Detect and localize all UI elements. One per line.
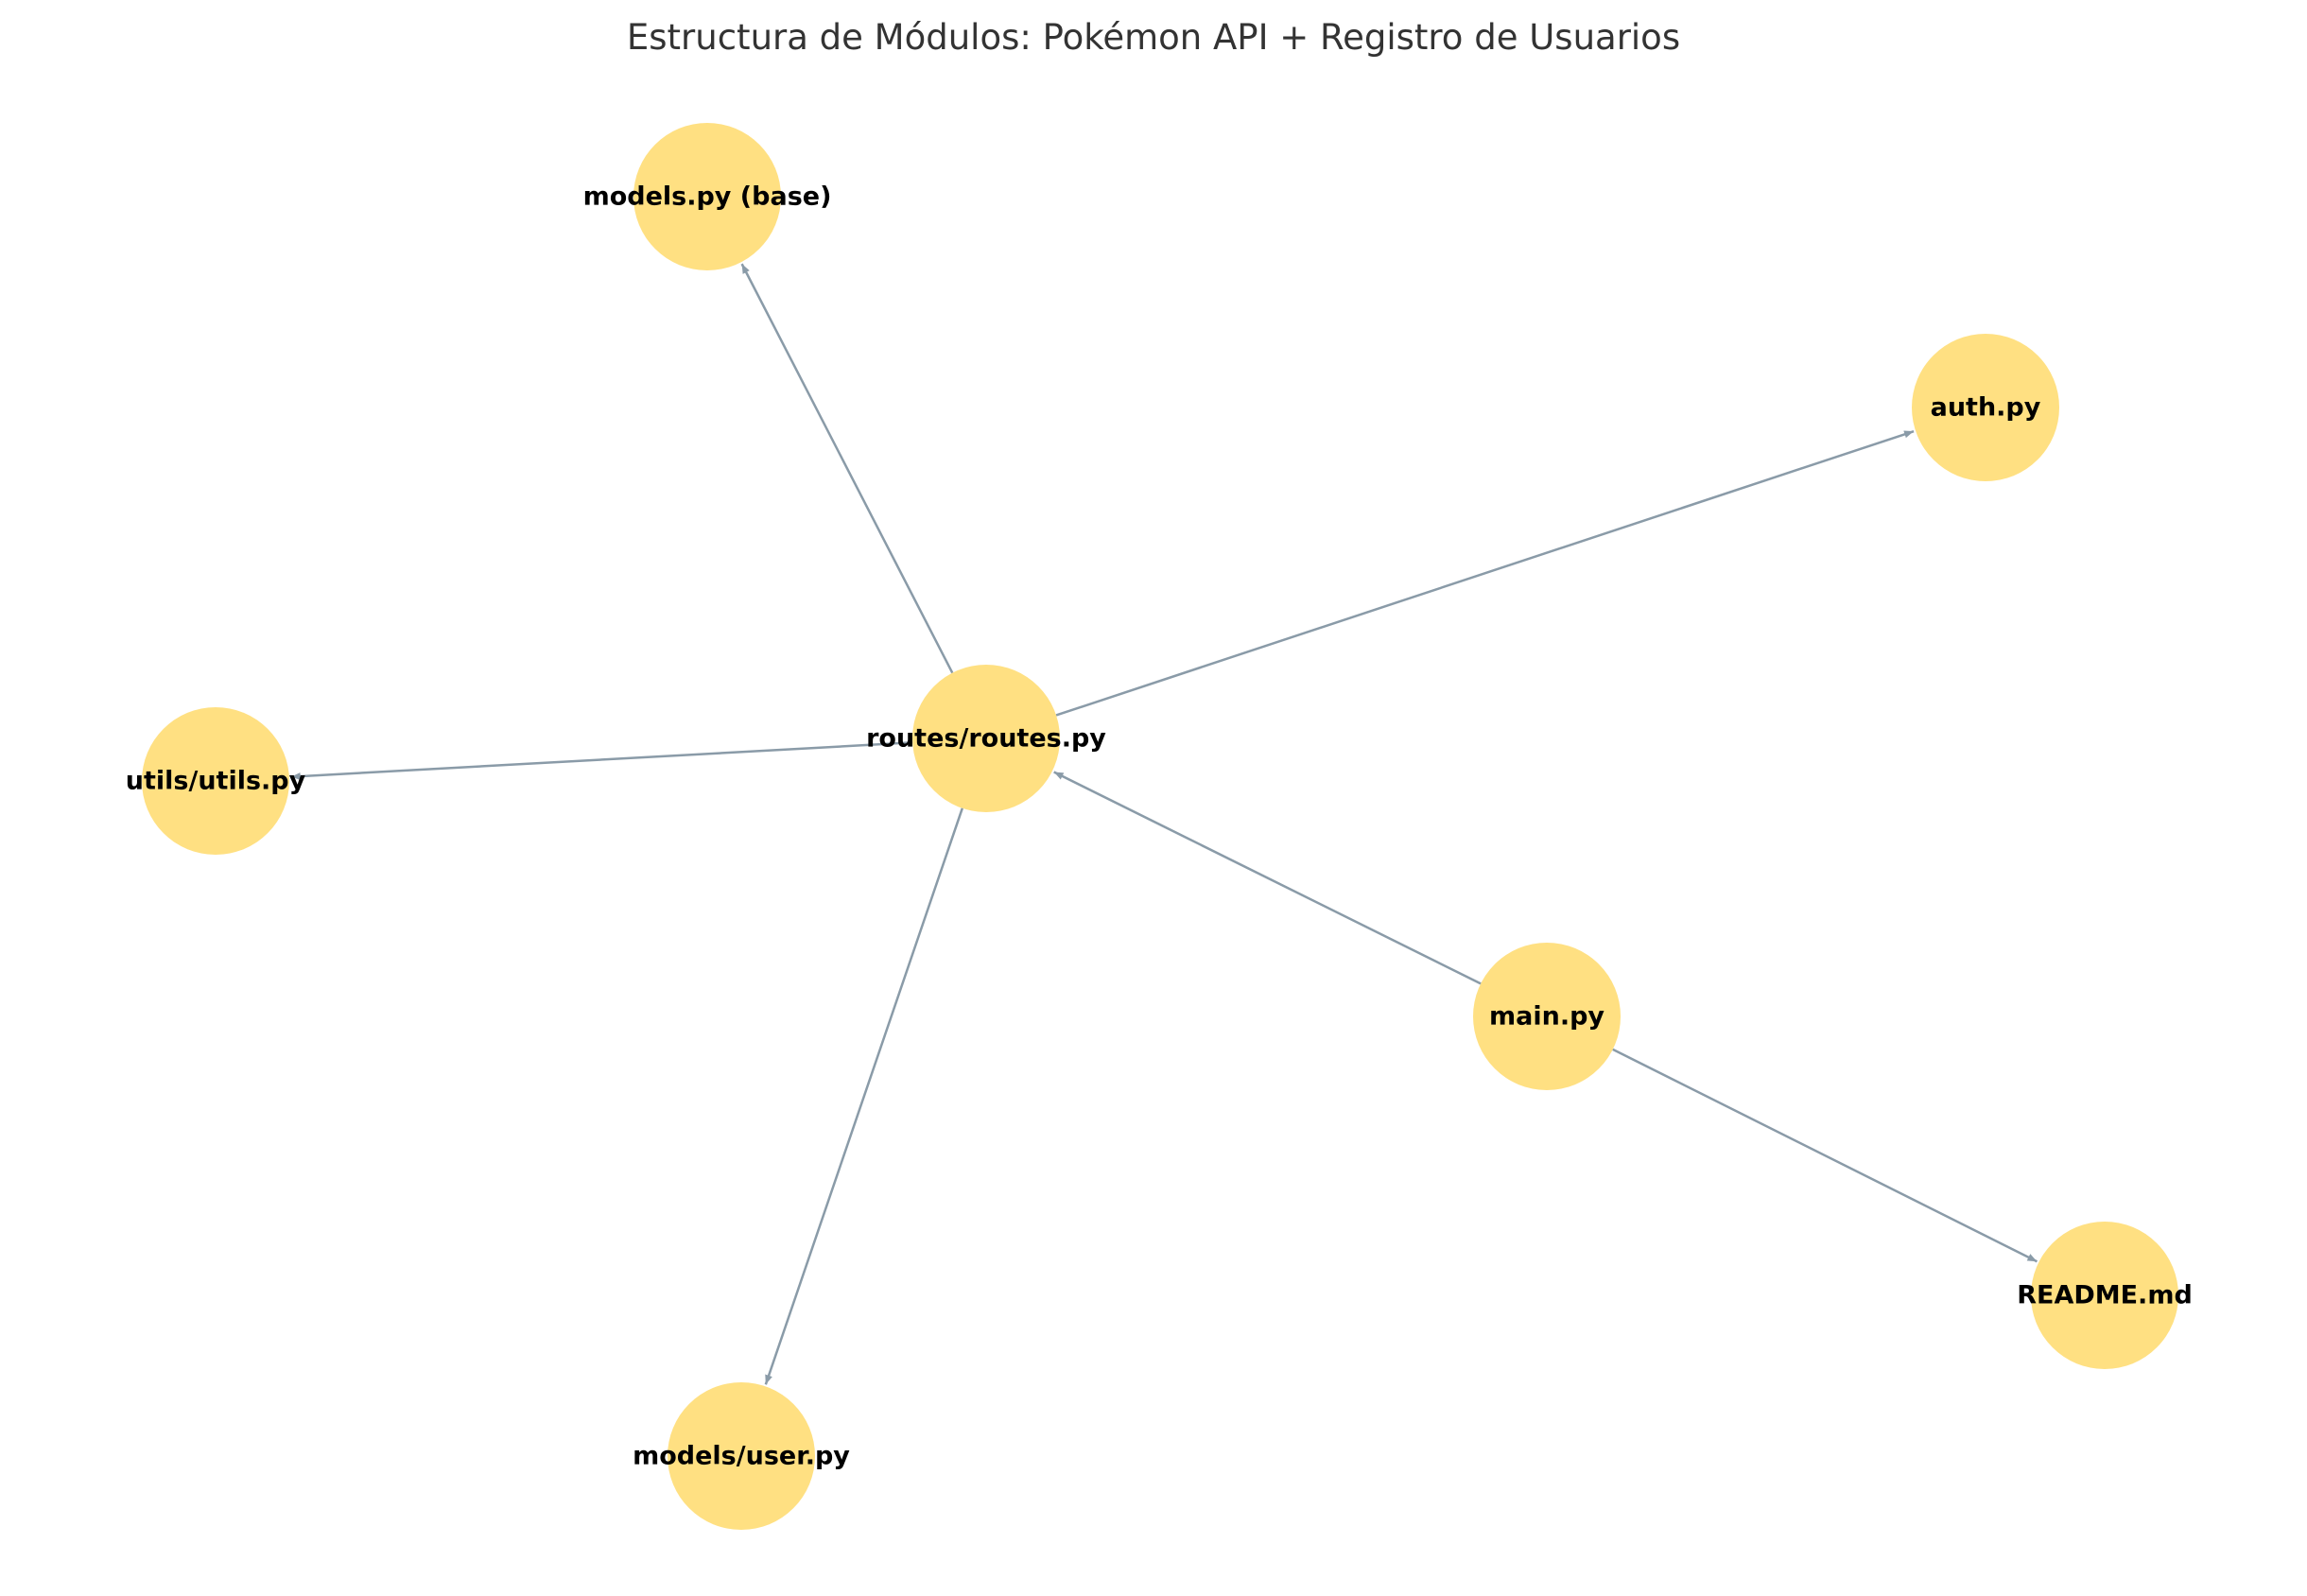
node-auth: auth.py [1912,334,2059,481]
edge-routes-to-utils [290,741,913,781]
node-circle-models_base [633,123,781,270]
node-circle-auth [1912,334,2059,481]
node-circle-models_user [668,1382,815,1530]
node-routes: routes/routes.py [866,665,1106,812]
node-label-routes: routes/routes.py [866,724,1106,754]
node-main: main.py [1473,943,1621,1090]
node-readme: README.md [2017,1222,2193,1369]
node-circle-utils [142,707,289,855]
node-models_user: models/user.py [633,1382,850,1530]
node-label-models_base: models.py (base) [583,182,832,212]
diagram-title: Estructura de Módulos: Pokémon API + Reg… [627,17,1680,58]
nodes-layer: models.py (base) auth.py routes/routes.py u… [126,123,2193,1530]
node-models_base: models.py (base) [583,123,832,270]
node-circle-routes [912,665,1060,812]
node-circle-readme [2031,1222,2178,1369]
edge-routes-to-auth [1055,429,1915,717]
edge-main-to-routes [1053,771,1482,985]
node-circle-main [1473,943,1621,1090]
node-label-main: main.py [1489,1002,1604,1032]
edge-routes-to-models_user [764,807,963,1385]
edge-routes-to-models_base [740,263,954,674]
node-label-models_user: models/user.py [633,1442,850,1471]
node-label-readme: README.md [2017,1281,2193,1310]
node-label-utils: utils/utils.py [126,767,306,796]
edge-main-to-readme [1612,1048,2038,1263]
edges-layer [290,263,2038,1385]
node-label-auth: auth.py [1931,393,2041,423]
node-utils: utils/utils.py [126,707,306,855]
